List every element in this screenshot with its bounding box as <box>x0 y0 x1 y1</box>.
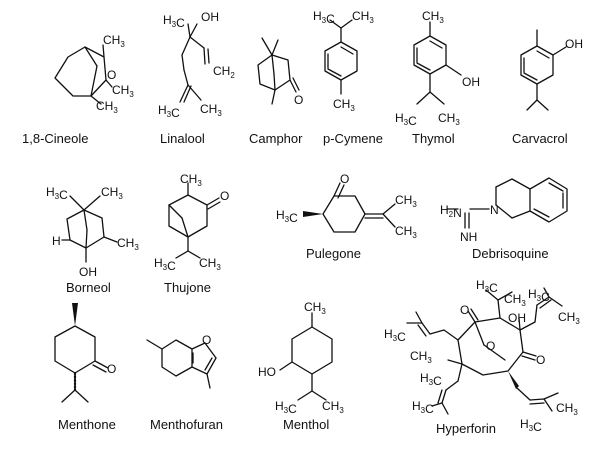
atom-label: CH3 <box>117 236 139 252</box>
atom-label: CH3 <box>180 172 202 188</box>
molecule-name: Pulegone <box>306 246 361 261</box>
atom-label: CH3 <box>438 111 460 127</box>
atom-label: OH <box>462 75 480 89</box>
molecule-pulegone: O H3C CH3 CH3 Pulegone <box>276 172 417 261</box>
atom-label: O <box>340 172 349 186</box>
molecule-borneol: H3C CH3 H CH3 OH Borneol <box>46 185 139 295</box>
atom-label: CH3 <box>322 399 344 415</box>
molecule-name: Menthone <box>58 417 116 432</box>
atom-label: H3C <box>163 13 185 30</box>
atom-label: OH <box>508 311 526 325</box>
atom-label: CH3 <box>556 401 578 417</box>
molecule-menthol: CH3 HO H3C CH3 Menthol <box>258 300 344 432</box>
molecule-name: Camphor <box>249 131 303 146</box>
atom-label: H3C <box>412 399 434 416</box>
atom-label: CH3 <box>199 256 221 272</box>
molecule-menthofuran: O Menthofuran <box>146 333 223 432</box>
atom-label: CH3 <box>558 310 580 326</box>
atom-label: CH3 <box>422 9 444 25</box>
atom-label: N <box>490 203 499 217</box>
atom-label: H3C <box>384 327 406 344</box>
atom-label: O <box>460 303 469 317</box>
atom-label: CH3 <box>395 224 417 240</box>
molecule-linalool: H3C OH CH2 H3C CH3 Linalool <box>158 10 235 146</box>
atom-label: CH3 <box>395 193 417 209</box>
molecule-hyperforin: H3C CH3 H3C CH3 H3C CH3 O OH O O H3C H3C… <box>384 278 580 436</box>
atom-label: CH3 <box>96 99 118 115</box>
atom-label: HO <box>258 365 276 379</box>
atom-label: NH <box>460 230 477 244</box>
molecule-menthone: O Menthone <box>54 303 116 432</box>
atom-label: CH3 <box>352 9 374 25</box>
molecule-name: Thymol <box>412 131 455 146</box>
atom-label: O <box>107 68 116 82</box>
molecule-name: Linalool <box>160 131 205 146</box>
atom-label: O <box>486 339 495 353</box>
atom-label: H3C <box>46 185 68 202</box>
atom-label: CH3 <box>200 102 222 118</box>
atom-label: O <box>536 353 545 367</box>
atom-label: CH2 <box>213 64 235 80</box>
molecule-carvacrol: OH Carvacrol <box>512 29 583 146</box>
atom-label: CH3 <box>112 83 134 99</box>
atom-label: H3C <box>520 417 542 434</box>
molecule-name: Carvacrol <box>512 131 568 146</box>
molecule-debrisoquine: H2N N NH Debrisoquine <box>440 177 568 261</box>
atom-label: CH3 <box>410 349 432 365</box>
atom-label: H3C <box>420 371 442 388</box>
atom-label: H2N <box>440 203 462 220</box>
molecule-name: Debrisoquine <box>472 246 549 261</box>
atom-label: H <box>52 234 61 248</box>
atom-label: H3C <box>395 111 417 128</box>
atom-label: CH3 <box>304 300 326 316</box>
molecule-camphor: O Camphor <box>249 37 303 146</box>
atom-label: H3C <box>476 278 498 295</box>
atom-label: O <box>294 93 303 107</box>
atom-label: H3C <box>313 9 335 26</box>
molecule-name: Hyperforin <box>436 421 496 436</box>
molecule-pcymene: H3C CH3 CH3 p-Cymene <box>313 9 383 146</box>
molecule-name: Menthofuran <box>150 417 223 432</box>
atom-label: H3C <box>528 287 550 304</box>
molecule-name: Borneol <box>66 280 111 295</box>
molecule-thymol: CH3 OH H3C CH3 Thymol <box>395 9 480 146</box>
molecule-thujone: CH3 O H3C CH3 Thujone <box>154 172 229 295</box>
atom-label: OH <box>201 10 219 24</box>
atom-label: OH <box>79 265 97 279</box>
atom-label: CH3 <box>103 33 125 49</box>
atom-label: H3C <box>158 103 180 120</box>
atom-label: OH <box>565 37 583 51</box>
atom-label: H3C <box>276 208 298 225</box>
atom-label: CH3 <box>101 185 123 201</box>
atom-label: H3C <box>154 256 176 273</box>
atom-label: CH3 <box>333 97 355 113</box>
atom-label: O <box>107 362 116 376</box>
molecule-name: p-Cymene <box>323 131 383 146</box>
molecule-name: 1,8-Cineole <box>22 131 89 146</box>
atom-label: O <box>220 189 229 203</box>
molecule-cineole: CH3 O CH3 CH3 1,8-Cineole <box>22 33 134 146</box>
molecule-name: Menthol <box>283 417 329 432</box>
molecule-name: Thujone <box>164 280 211 295</box>
atom-label: CH3 <box>504 292 526 308</box>
atom-label: O <box>202 333 211 347</box>
atom-label: H3C <box>275 399 297 416</box>
